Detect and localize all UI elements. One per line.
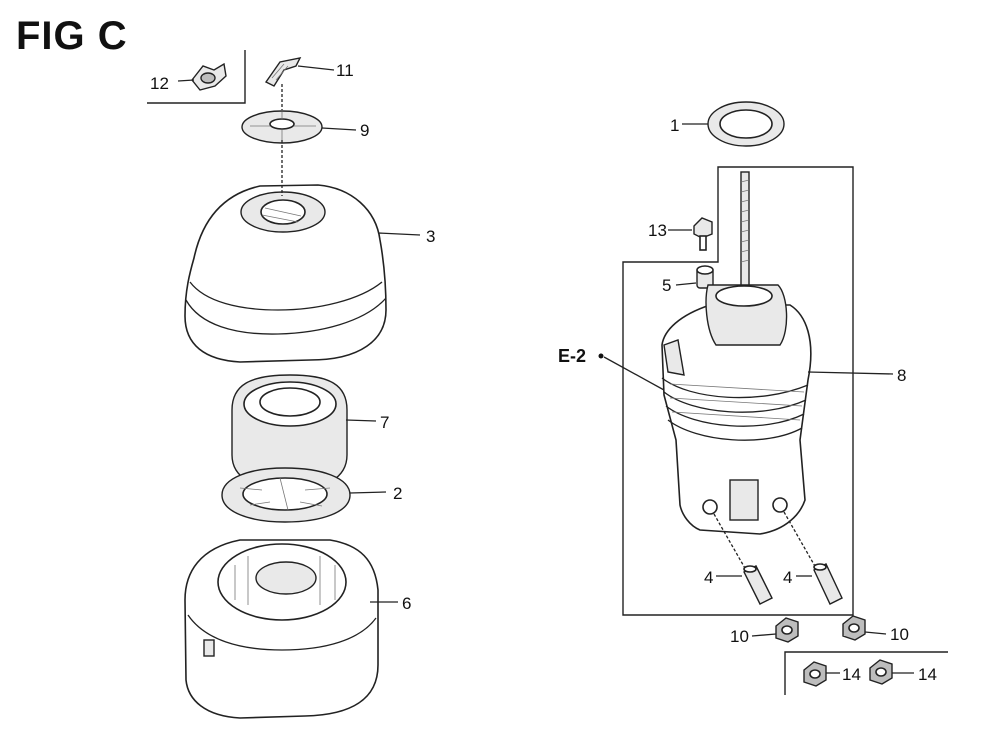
callout-11: 11 [336,61,354,80]
callout-14-right: 14 [918,665,937,684]
part-9-disc [241,84,357,144]
callout-2: 2 [393,484,402,503]
part-13-bolt [668,217,713,251]
bracket-14 [784,651,948,695]
callout-12: 12 [150,74,169,93]
stud [740,171,750,293]
callout-10-left: 10 [730,627,749,646]
callout-4-left: 4 [704,568,713,587]
figure-title: FIG C [16,14,128,58]
part-1-gasket [682,101,785,147]
part-8-housing [661,284,894,535]
part-4-pipe-right [783,511,843,605]
part-3-cover [184,140,421,363]
callout-3: 3 [426,227,435,246]
part-7-foam-element [231,374,377,491]
callout-e2: E-2 [558,346,586,366]
callout-14-left: 14 [842,665,861,684]
part-10-nut-right [842,615,887,641]
callout-6: 6 [402,594,411,613]
part-14-nut-right [869,659,914,685]
callout-10-right: 10 [890,625,909,644]
callout-9: 9 [360,121,369,140]
part-4-pipe-left [713,513,773,605]
bracket-8 [622,166,854,616]
callout-8: 8 [897,366,906,385]
bracket-12-11 [147,50,246,104]
callout-7: 7 [380,413,389,432]
callout-13: 13 [648,221,667,240]
part-11-clip [264,57,335,87]
part-6-case [184,539,398,719]
callout-5: 5 [662,276,671,295]
part-12-wing-nut [177,62,227,91]
part-5-collar [675,265,714,289]
part-2-grid [221,467,387,523]
callout-4-right: 4 [783,568,792,587]
part-10-nut-left [751,617,799,643]
ref-e2 [598,353,665,391]
part-14-nut-left [803,661,840,687]
callout-1: 1 [670,116,679,135]
